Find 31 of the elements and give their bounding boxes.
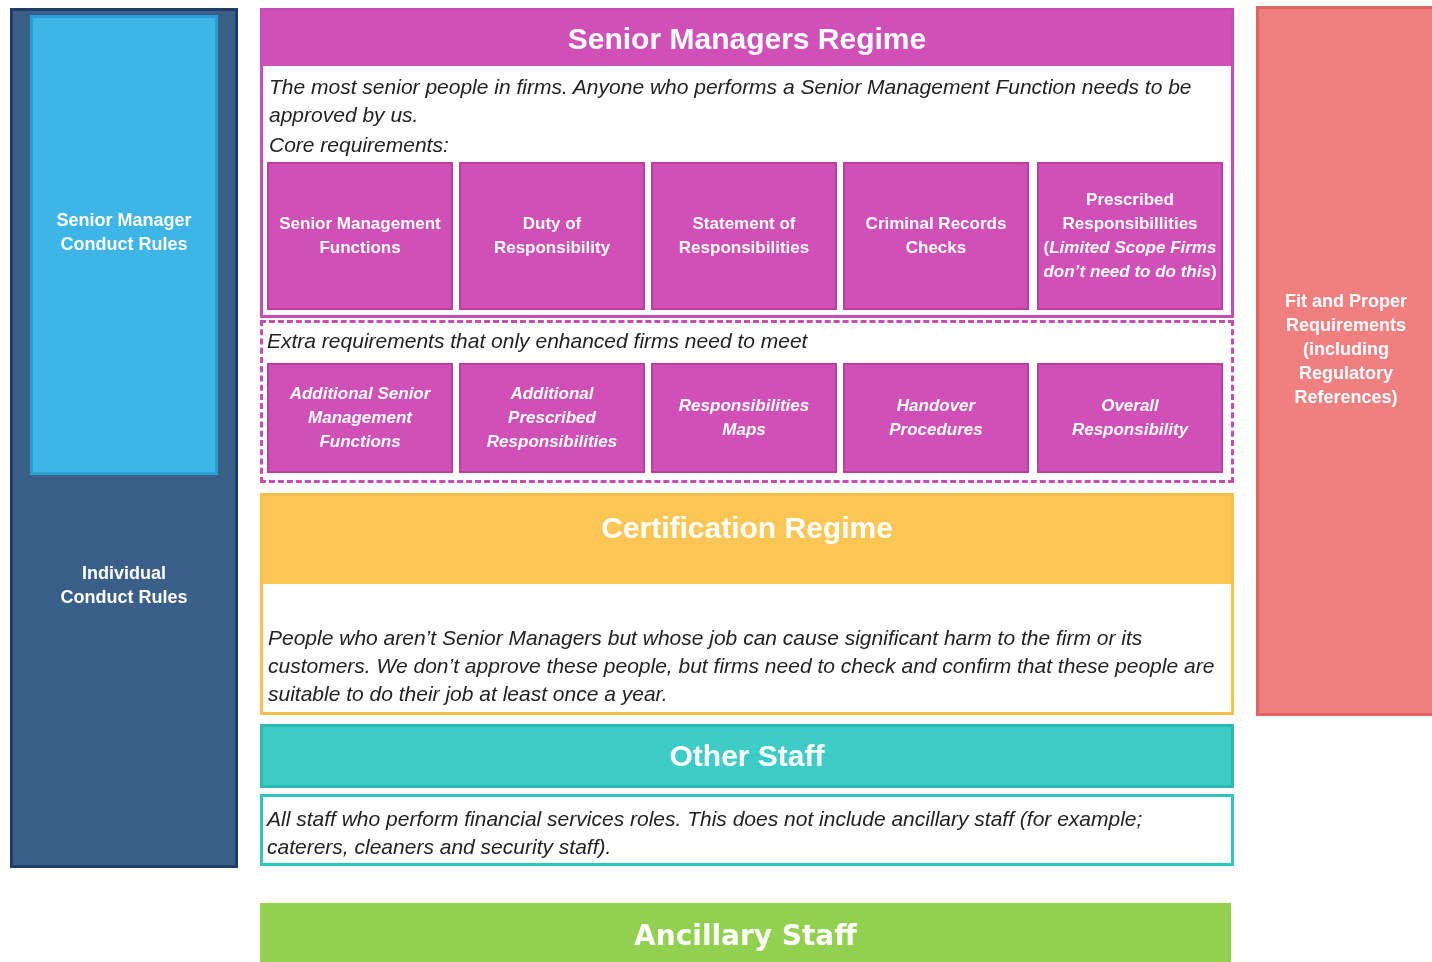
requirement-box: Duty of Responsibility [459, 162, 645, 310]
panel [260, 320, 1234, 483]
text-panel [260, 794, 1234, 866]
requirement-box: Additional Prescribed Responsibilities [459, 363, 645, 473]
header-bar: Certification Regime [263, 496, 1231, 584]
requirement-box: Criminal Records Checks [843, 162, 1029, 310]
requirement-box: Overall Responsibility [1037, 363, 1223, 473]
header-text: Ancillary Staff [633, 918, 859, 954]
description-text: People who aren’t Senior Managers but whose job can cause significant harm to the firm or its customers. We don’t approve these people, but firms need to check and confirm that these people are suitable to do their job at least once a year. [268, 625, 1216, 707]
panel [1256, 6, 1432, 716]
panel [260, 493, 1234, 715]
requirement-box: Prescribed Responsibillities (Limited Scope Firms don’t need to do this) [1037, 162, 1223, 310]
description-text: Core requirements: [269, 132, 450, 158]
header-bar: Senior Managers Regime [263, 11, 1231, 66]
panel-label: Fit and Proper Requirements (including Regulatory References) [1284, 290, 1408, 409]
requirement-box: Statement of Responsibilities [651, 162, 837, 310]
requirement-box: Senior Management Functions [267, 162, 453, 310]
description-text: The most senior people in firms. Anyone who performs a Senior Management Function needs to be approved by us. [269, 74, 1193, 128]
panel-label: Individual Conduct Rules [59, 562, 189, 609]
description-text: Extra requirements that only enhanced firms need to meet [267, 328, 809, 354]
requirement-box: Handover Procedures [843, 363, 1029, 473]
header-bar [260, 724, 1234, 788]
panel-label: Senior Manager Conduct Rules [55, 209, 193, 256]
requirement-box: Responsibilities Maps [651, 363, 837, 473]
header-bar [260, 903, 1231, 962]
panel [30, 15, 218, 475]
panel [260, 8, 1234, 318]
description-text: All staff who perform financial services roles. This does not include ancillary staff (for example; caterers, cleaners and security staff). [267, 806, 1144, 860]
header-text: Other Staff [668, 738, 826, 774]
requirement-box: Additional Senior Management Functions [267, 363, 453, 473]
panel [10, 8, 238, 868]
